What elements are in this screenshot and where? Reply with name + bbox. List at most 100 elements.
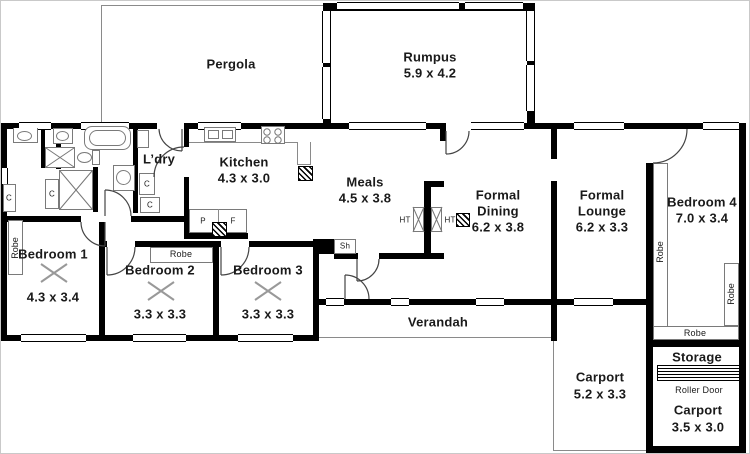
- shelf-recess: [334, 239, 356, 254]
- window: [465, 2, 523, 10]
- room-label-formal-dining-2: Dining: [477, 203, 519, 219]
- cupboard-label: C: [144, 179, 150, 189]
- wall: [93, 167, 98, 212]
- wall: [133, 123, 138, 213]
- room-dims-formal-lounge: 6.2 x 3.3: [575, 219, 629, 235]
- room-dims-formal-dining: 6.2 x 3.8: [471, 219, 525, 235]
- ceiling-fan-icon: [254, 281, 282, 301]
- room-dims-bedroom3: 3.3 x 3.3: [241, 306, 295, 322]
- room-dims-carport-left: 5.2 x 3.3: [573, 386, 627, 402]
- door-opening: [157, 122, 184, 130]
- door-arc: [356, 258, 380, 282]
- wall: [379, 253, 444, 259]
- door-arc: [652, 128, 688, 164]
- wall: [424, 181, 444, 187]
- robe: [653, 326, 739, 340]
- wall: [424, 187, 431, 257]
- basin: [17, 131, 32, 141]
- room-label-laundry: L’dry: [142, 151, 176, 167]
- door-opening: [551, 159, 557, 181]
- window: [349, 122, 426, 130]
- window: [1, 168, 8, 184]
- room-label-rumpus: Rumpus: [403, 49, 457, 65]
- window: [574, 122, 624, 130]
- wall: [184, 177, 189, 239]
- robe-label: Robe: [169, 249, 193, 259]
- service-hatch: [456, 213, 470, 227]
- door-opening: [81, 216, 105, 222]
- window: [326, 298, 344, 306]
- room-dims-bedroom4: 7.0 x 3.4: [675, 210, 729, 226]
- heater-label: HT: [444, 215, 456, 225]
- door-opening: [646, 129, 653, 163]
- wall: [99, 222, 105, 341]
- window: [471, 122, 524, 130]
- wall: [527, 3, 535, 123]
- door-arc: [104, 189, 132, 217]
- robe-label: Robe: [683, 328, 707, 338]
- wall: [739, 123, 746, 453]
- carport-outline-bottom: [553, 450, 647, 451]
- label-roller-door: Roller Door: [675, 385, 723, 395]
- sink-bowl: [222, 130, 233, 139]
- door-arc: [158, 128, 183, 152]
- cupboard: [137, 130, 149, 148]
- window: [238, 334, 293, 342]
- wall: [313, 239, 334, 254]
- wall: [646, 123, 653, 346]
- bathtub-inner: [89, 130, 126, 146]
- wall: [646, 446, 746, 453]
- shelf-label: Sh: [339, 241, 351, 251]
- carport-outline-left: [553, 341, 554, 451]
- kitchen-bench: [189, 142, 297, 143]
- ceiling-fan-icon: [40, 263, 68, 283]
- room-label-storage: Storage: [672, 349, 722, 365]
- window: [337, 2, 459, 10]
- room-dims-bedroom1: 4.3 x 3.4: [26, 289, 80, 305]
- window: [526, 11, 535, 61]
- sink-bowl: [208, 130, 219, 139]
- wall: [105, 216, 189, 222]
- cupboard-label: C: [6, 193, 12, 203]
- fridge-label: F: [230, 216, 236, 226]
- room-label-bedroom4: Bedroom 4: [667, 194, 737, 210]
- roller-door: [657, 365, 740, 381]
- window: [133, 334, 186, 342]
- robe: [8, 220, 23, 275]
- cupboard: [3, 184, 16, 212]
- wall: [184, 123, 189, 147]
- door-arc: [344, 274, 370, 300]
- room-dims-rumpus: 5.9 x 4.2: [403, 65, 457, 81]
- room-label-meals: Meals: [346, 174, 384, 190]
- service-hatch: [212, 222, 227, 237]
- toilet-cistern: [92, 150, 100, 165]
- wall: [323, 3, 331, 123]
- wall: [646, 347, 653, 453]
- door-opening: [446, 122, 471, 130]
- wall: [219, 241, 313, 247]
- heater-label: HT: [399, 215, 411, 225]
- robe: [724, 263, 739, 326]
- wall: [213, 241, 219, 341]
- cupboard-label: C: [147, 200, 153, 210]
- room-label-bedroom1: Bedroom 1: [18, 246, 88, 262]
- ceiling-fan-icon: [147, 281, 175, 301]
- window: [21, 334, 86, 342]
- toilet-pan: [56, 131, 69, 141]
- room-label-carport-left: Carport: [575, 369, 625, 385]
- room-label-bedroom3: Bedroom 3: [233, 262, 303, 278]
- wall: [551, 129, 557, 301]
- pergola-outline-left: [101, 5, 102, 123]
- cupboard: [140, 197, 160, 213]
- room-label-formal-lounge-2: Lounge: [577, 203, 627, 219]
- wall: [105, 241, 215, 247]
- door-opening: [221, 241, 249, 247]
- kitchen-bench: [297, 164, 311, 165]
- heater-duct: [413, 207, 424, 232]
- room-dims-bedroom2: 3.3 x 3.3: [133, 306, 187, 322]
- door-opening: [107, 241, 135, 247]
- pergola-outline-top: [101, 5, 326, 6]
- room-dims-meals: 4.5 x 3.8: [338, 190, 392, 206]
